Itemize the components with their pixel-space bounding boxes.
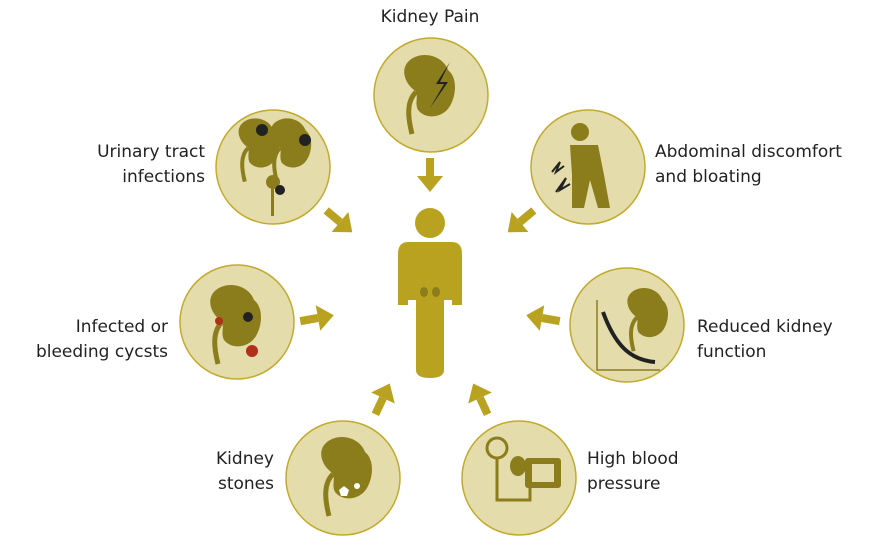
urinary-infection-icon xyxy=(239,118,312,216)
label-bp: High blood pressure xyxy=(587,447,679,497)
label-abdominal: Abdominal discomfort and bloating xyxy=(655,140,842,190)
label-line: High blood xyxy=(587,449,679,469)
arrow-bp xyxy=(461,378,500,420)
arrow-cysts xyxy=(298,302,337,334)
label-line: Abdominal discomfort xyxy=(655,142,842,162)
arrow-urinary xyxy=(317,200,361,243)
blood-pressure-icon xyxy=(485,436,561,502)
label-line: Urinary tract xyxy=(97,142,205,162)
arrow-stones xyxy=(363,378,402,420)
label-line: Kidney xyxy=(216,449,274,469)
label-line: function xyxy=(697,342,767,362)
label-line: Reduced kidney xyxy=(697,317,833,337)
arrow-kidney-pain xyxy=(417,158,443,192)
label-line: Infected or xyxy=(75,317,168,337)
label-reduced: Reduced kidney function xyxy=(697,315,833,365)
abdominal-person-icon xyxy=(551,123,610,208)
label-kidney-pain: Kidney Pain xyxy=(380,7,480,27)
label-urinary: Urinary tract infections xyxy=(60,140,205,190)
arrow-abdominal xyxy=(499,200,543,243)
circle-reduced xyxy=(569,267,685,383)
label-line: bleeding cycsts xyxy=(35,342,168,362)
circle-bp xyxy=(461,420,577,536)
label-stones: Kidney stones xyxy=(180,447,274,497)
label-line: and bloating xyxy=(655,167,762,187)
label-line: pressure xyxy=(587,474,661,494)
arrow-reduced xyxy=(523,302,562,334)
cysts-kidney-icon xyxy=(210,285,261,364)
label-line: infections xyxy=(122,167,205,187)
kidney-stones-icon xyxy=(321,437,372,516)
label-cysts: Infected or bleeding cycsts xyxy=(20,315,168,365)
person-figure xyxy=(398,208,462,378)
label-line: stones xyxy=(217,474,274,494)
reduced-function-chart-icon xyxy=(596,288,668,371)
